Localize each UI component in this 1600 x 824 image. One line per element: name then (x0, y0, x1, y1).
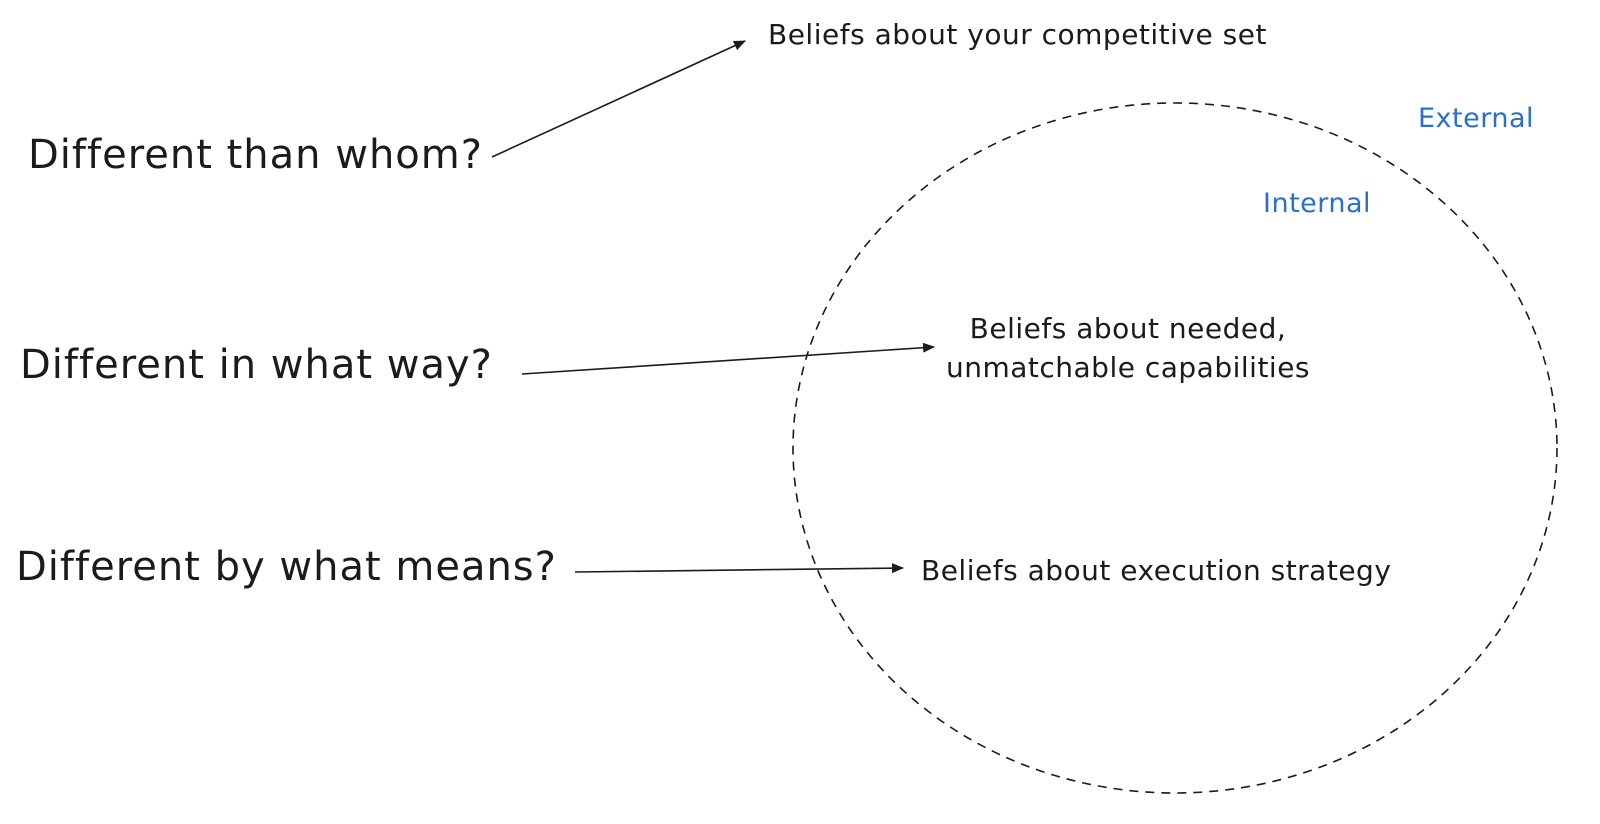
arrow-competitive-set (491, 40, 746, 158)
internal-boundary-circle (792, 102, 1558, 794)
external-zone-label: External (1418, 103, 1534, 134)
question-different-in-what-way: Different in what way? (20, 342, 493, 388)
question-different-by-what-means: Different by what means? (16, 544, 557, 590)
belief-execution-strategy: Beliefs about execution strategy (921, 554, 1391, 587)
internal-zone-label: Internal (1263, 188, 1371, 219)
belief-capabilities-line-1: Beliefs about needed, (970, 312, 1287, 345)
arrow-execution-strategy (574, 563, 904, 574)
arrow-capabilities (521, 342, 935, 375)
question-different-than-whom: Different than whom? (28, 132, 483, 178)
belief-capabilities-line-2: unmatchable capabilities (946, 351, 1310, 384)
belief-competitive-set: Beliefs about your competitive set (768, 18, 1267, 51)
